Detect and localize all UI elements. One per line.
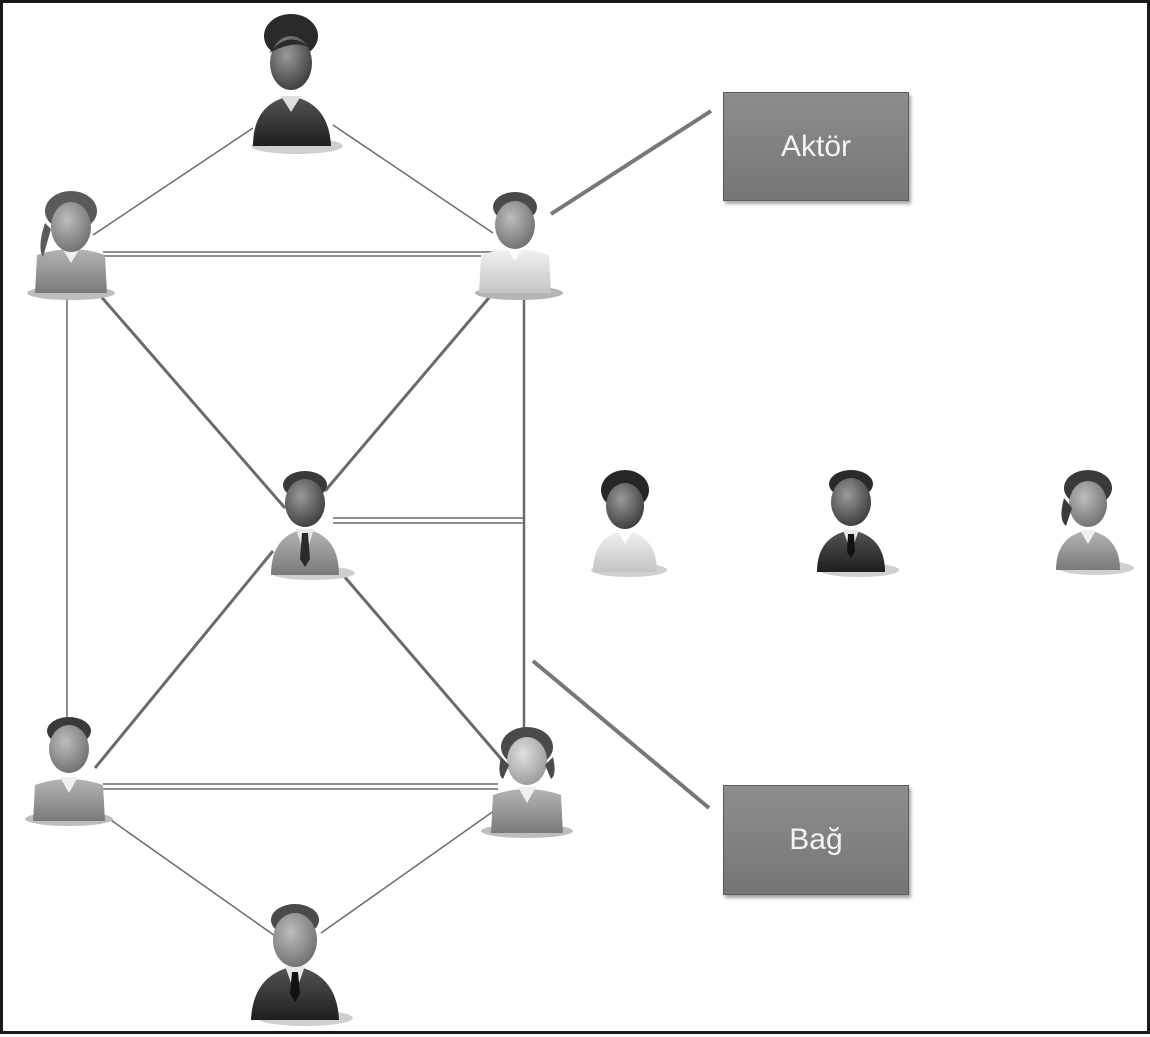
tie-pointer [531, 659, 711, 810]
actor-icon-center [271, 471, 355, 580]
actor-icon-upper-left [27, 191, 115, 300]
actor-pointer [549, 109, 713, 216]
actor-icon-lower-left [25, 717, 113, 826]
edge-lowerright-bottom [320, 807, 499, 934]
edge-upperright-center [323, 292, 495, 492]
actor-icon-isolate-1 [591, 470, 667, 577]
actor-icon-bottom [251, 904, 353, 1026]
actor-icon-upper-right [475, 192, 563, 300]
actor-icon-isolate-2 [817, 470, 899, 577]
actor-icon-top [251, 14, 343, 154]
edge-center-lowerleft [93, 550, 275, 769]
edge-top-upperleft [92, 127, 254, 236]
actor-icon-lower-right [481, 727, 573, 838]
network-diagram [25, 14, 1134, 1026]
actor-label-box: Aktör [723, 92, 909, 201]
actor-icon-isolate-3 [1056, 470, 1134, 575]
tie-label-box: Bağ [723, 785, 909, 895]
edge-top-upperright [332, 124, 494, 234]
edge-lowerleft-bottom [107, 817, 279, 939]
network-edges [66, 124, 526, 939]
tie-label: Bağ [789, 823, 843, 856]
edge-upperleft-center [96, 292, 287, 509]
actor-label: Aktör [780, 129, 852, 163]
edge-center-lowerright [335, 567, 511, 769]
